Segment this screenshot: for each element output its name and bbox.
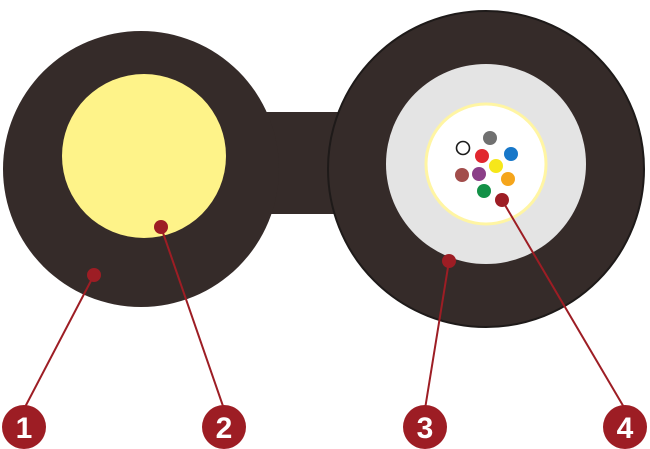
callout-badge-3: 3 xyxy=(403,405,447,449)
callout-dot-2 xyxy=(154,220,168,234)
callout-number: 3 xyxy=(417,412,434,445)
callout-number: 1 xyxy=(16,412,33,445)
callout-number: 2 xyxy=(216,412,233,445)
callout-dot-1 xyxy=(87,268,101,282)
callout-badges: 1 2 3 4 xyxy=(2,405,647,449)
callout-dots xyxy=(87,193,509,282)
fiber-black xyxy=(455,140,471,156)
fiber-violet xyxy=(472,167,486,181)
callout-badge-4: 4 xyxy=(603,405,647,449)
fiber-blue xyxy=(504,147,518,161)
fiber-gray xyxy=(483,131,497,145)
fiber-brown xyxy=(455,168,469,182)
gel-filling xyxy=(424,102,548,226)
callout-badge-1: 1 xyxy=(2,405,46,449)
callout-line-4 xyxy=(501,199,626,410)
callout-lines xyxy=(23,199,626,410)
callout-line-1 xyxy=(23,274,95,410)
optical-fibers xyxy=(455,131,518,198)
callout-number: 4 xyxy=(617,412,634,445)
callout-line-3 xyxy=(424,260,450,410)
callout-badge-circle xyxy=(202,405,246,449)
callout-line-2 xyxy=(160,226,225,410)
fiber-yellow xyxy=(489,159,503,173)
callout-dot-4 xyxy=(495,193,509,207)
callout-badge-circle xyxy=(603,405,647,449)
fiber-orange xyxy=(501,172,515,186)
fiber-green xyxy=(477,184,491,198)
messenger-wire xyxy=(62,74,226,238)
callout-badge-circle xyxy=(2,405,46,449)
callout-badge-circle xyxy=(403,405,447,449)
fiber-red xyxy=(475,149,489,163)
callout-badge-2: 2 xyxy=(202,405,246,449)
callout-dot-3 xyxy=(442,254,456,268)
